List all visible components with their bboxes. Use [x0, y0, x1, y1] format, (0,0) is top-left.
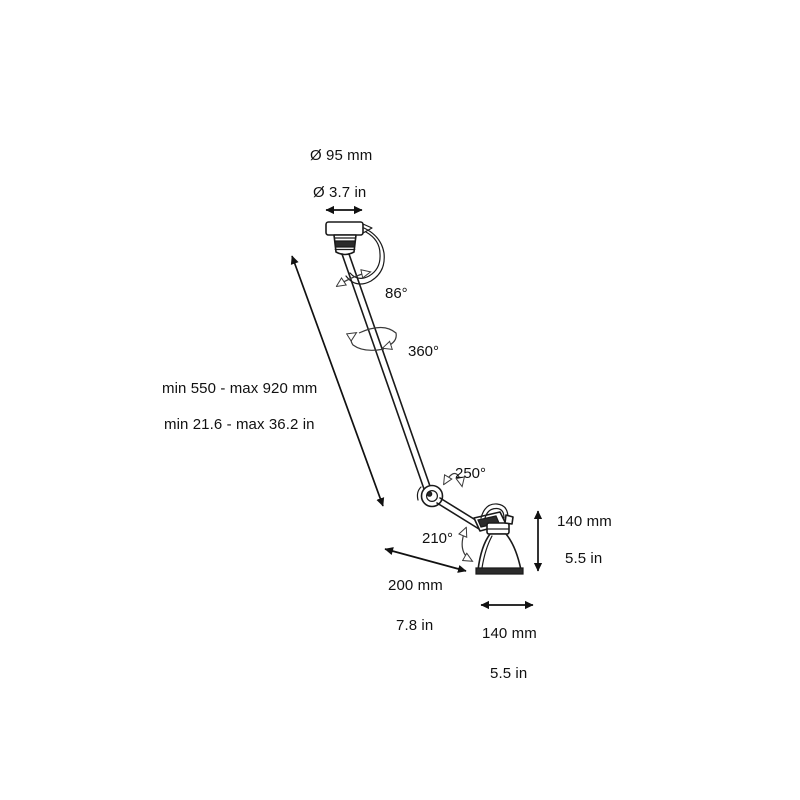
tilt-indicator-86	[337, 272, 370, 286]
rotation-indicator-250	[444, 472, 462, 486]
dim-label-canopy-diameter-mm: Ø 95 mm	[310, 147, 372, 164]
lower-arm	[436, 497, 483, 530]
angle-label-210: 210°	[422, 530, 453, 547]
dim-label-reach-mm: 200 mm	[388, 577, 443, 594]
shade-joint	[473, 503, 514, 535]
angle-label-360: 360°	[408, 343, 439, 360]
ceiling-joint	[333, 234, 357, 256]
drop-length-arrow	[290, 255, 385, 507]
dim-label-reach-in: 7.8 in	[396, 617, 433, 634]
shade-rim	[475, 567, 524, 575]
elbow-joint	[416, 484, 444, 508]
dim-label-drop-range-in: min 21.6 - max 36.2 in	[164, 416, 315, 433]
dim-label-shade-height-in: 5.5 in	[565, 550, 602, 567]
lamp-shade	[477, 533, 522, 571]
dim-label-drop-range-mm: min 550 - max 920 mm	[162, 380, 317, 397]
rotation-indicator-360	[345, 326, 397, 351]
dim-label-shade-diameter-mm: 140 mm	[482, 625, 537, 642]
dim-label-shade-height-mm: 140 mm	[557, 513, 612, 530]
rotation-indicator-210	[462, 528, 472, 561]
dim-label-shade-diameter-in: 5.5 in	[490, 665, 527, 682]
angle-label-250: 250°	[455, 465, 486, 482]
angle-label-86: 86°	[385, 285, 408, 302]
dim-label-canopy-diameter-in: Ø 3.7 in	[313, 184, 366, 201]
ceiling-canopy	[325, 221, 373, 236]
reach-arrow	[384, 547, 467, 573]
